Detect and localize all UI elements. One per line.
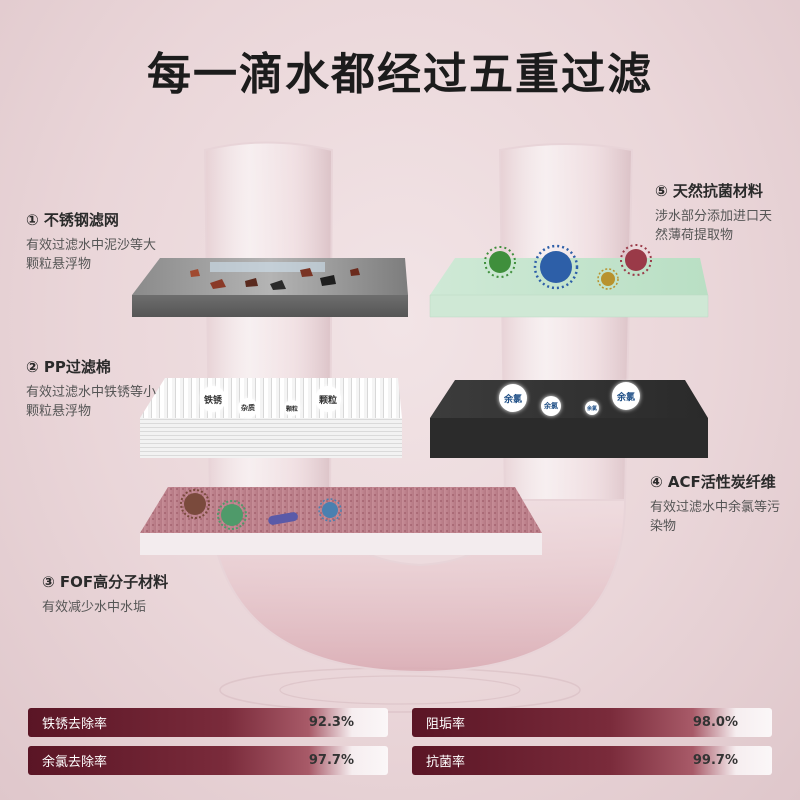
layer-label-antibacterial: ⑤ 天然抗菌材料 涉水部分添加进口天然薄荷提取物 bbox=[655, 180, 780, 245]
layer-fof bbox=[140, 487, 542, 555]
layer-label-pp-cotton: ② PP过滤棉 有效过滤水中铁锈等小颗粒悬浮物 bbox=[26, 356, 166, 421]
stat-scale-inhibition: 阻垢率 98.0% bbox=[412, 708, 772, 737]
layer-label-fof: ③ FOF高分子材料 有效减少水中水垢 bbox=[42, 571, 222, 617]
scale-particle-icon bbox=[268, 512, 298, 525]
layer-label-desc: 有效过滤水中泥沙等大颗粒悬浮物 bbox=[26, 238, 157, 272]
layer-label-stainless-steel: ① 不锈钢滤网 有效过滤水中泥沙等大颗粒悬浮物 bbox=[26, 209, 166, 274]
scale-particle-icon bbox=[180, 489, 210, 519]
stat-chlorine-removal: 余氯去除率 97.7% bbox=[28, 746, 388, 775]
chlorine-particle-badge: 余氯 bbox=[612, 382, 640, 410]
water-ripple bbox=[219, 667, 581, 713]
stat-value: 97.7% bbox=[308, 753, 354, 768]
layer-stainless-steel bbox=[132, 258, 408, 317]
layer-label-title: ③ FOF高分子材料 bbox=[42, 573, 169, 591]
layer-label-desc: 涉水部分添加进口天然薄荷提取物 bbox=[655, 209, 773, 243]
stat-value: 92.3% bbox=[308, 715, 354, 730]
layer-label-title: ⑤ 天然抗菌材料 bbox=[655, 182, 763, 200]
chlorine-particle-badge: 余氯 bbox=[541, 396, 561, 416]
scale-particle-icon bbox=[217, 500, 247, 530]
layer-label-acf: ④ ACF活性炭纤维 有效过滤水中余氯等污染物 bbox=[650, 471, 785, 536]
bacteria-icon bbox=[620, 244, 652, 276]
rust-particle-badge: 铁锈 bbox=[200, 386, 226, 412]
stat-label: 阻垢率 bbox=[426, 717, 466, 732]
bacteria-icon bbox=[484, 246, 516, 278]
particle-badge: 颗粒 bbox=[284, 400, 300, 416]
layer-label-desc: 有效过滤水中余氯等污染物 bbox=[650, 500, 781, 534]
stat-antibacterial: 抗菌率 99.7% bbox=[412, 746, 772, 775]
stat-label: 抗菌率 bbox=[426, 755, 466, 770]
impurity-particle-badge: 杂质 bbox=[238, 398, 258, 418]
layer-pp-cotton bbox=[140, 378, 402, 458]
layer-label-title: ① 不锈钢滤网 bbox=[26, 211, 119, 229]
layer-label-desc: 有效过滤水中铁锈等小颗粒悬浮物 bbox=[26, 385, 157, 419]
stat-label: 余氯去除率 bbox=[42, 755, 108, 770]
stat-value: 99.7% bbox=[692, 753, 738, 768]
chlorine-particle-badge: 余氯 bbox=[585, 401, 599, 415]
water-ripple bbox=[279, 675, 521, 705]
page-title: 每一滴水都经过五重过滤 bbox=[147, 49, 653, 100]
stat-value: 98.0% bbox=[692, 715, 738, 730]
layer-label-desc: 有效减少水中水垢 bbox=[42, 600, 147, 615]
layer-acf bbox=[430, 380, 708, 458]
stat-rust-removal: 铁锈去除率 92.3% bbox=[28, 708, 388, 737]
bacteria-icon bbox=[533, 244, 579, 290]
scale-particle-icon bbox=[318, 498, 342, 522]
layer-antibacterial bbox=[429, 244, 709, 318]
particle-badge: 颗粒 bbox=[315, 386, 341, 412]
layer-label-title: ② PP过滤棉 bbox=[26, 358, 111, 376]
stat-label: 铁锈去除率 bbox=[42, 717, 108, 732]
chlorine-particle-badge: 余氯 bbox=[499, 384, 527, 412]
layer-label-title: ④ ACF活性炭纤维 bbox=[650, 473, 776, 491]
bacteria-icon bbox=[597, 268, 619, 290]
